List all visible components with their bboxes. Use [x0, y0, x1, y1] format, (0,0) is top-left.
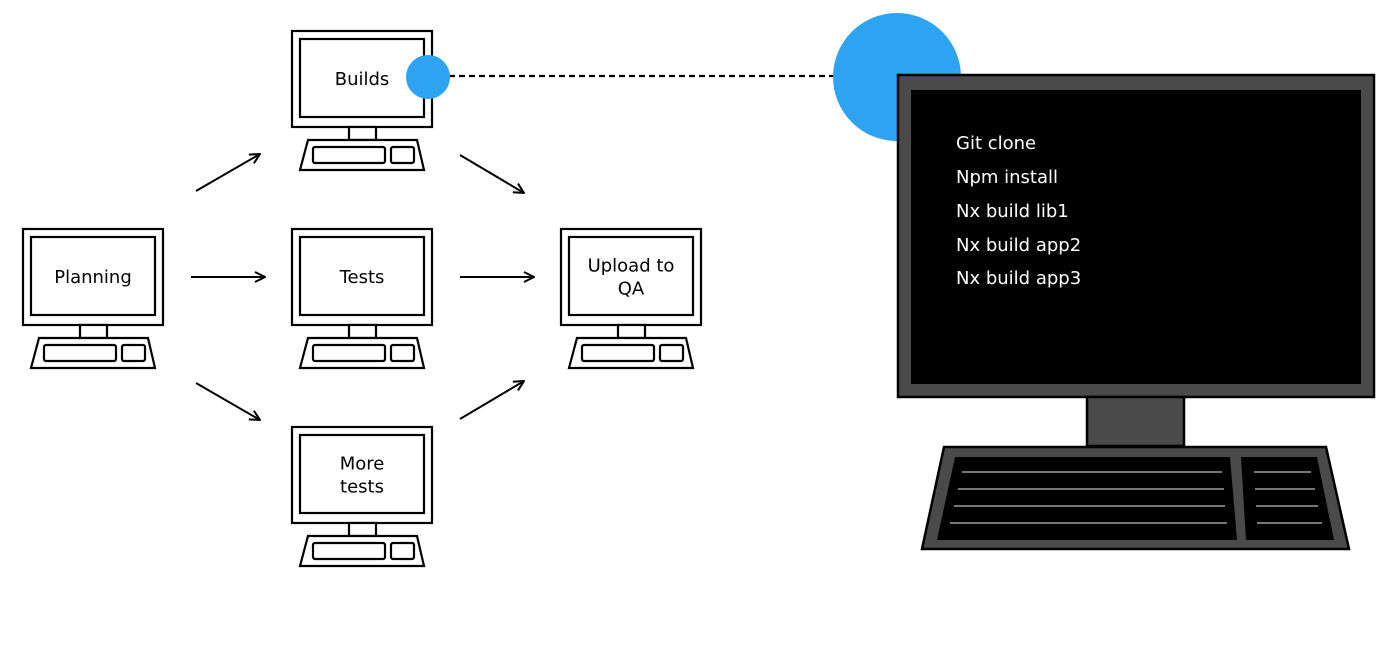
arrow-more-tests-to-upload	[459, 381, 524, 420]
terminal-line: Git clone	[956, 133, 1036, 154]
label-line: Upload to	[588, 256, 675, 277]
terminal-line: Npm install	[956, 167, 1058, 188]
terminal-lines: Git clone Npm install Nx build lib1 Nx b…	[956, 133, 1081, 289]
label-line: Tests	[339, 267, 385, 288]
keyboard-main-keys	[937, 457, 1237, 540]
computer-builds: Builds	[290, 29, 434, 172]
arrow-builds-to-upload	[459, 154, 524, 193]
arrow-planning-to-more-tests	[195, 382, 260, 420]
planning-label: Planning	[54, 267, 132, 288]
large-terminal-computer: Git clone Npm install Nx build lib1 Nx b…	[896, 73, 1376, 551]
computer-tests: Tests	[290, 227, 434, 370]
arrow-planning-to-builds	[195, 154, 260, 192]
monitor-stand	[1085, 395, 1186, 448]
terminal-line: Nx build app2	[956, 235, 1081, 256]
builds-label: Builds	[335, 69, 390, 90]
pipeline-arrows	[191, 154, 534, 420]
terminal-screen	[911, 90, 1361, 384]
zoom-source-dot	[406, 55, 450, 99]
tests-label: Tests	[339, 267, 385, 288]
label-line: Builds	[335, 69, 390, 90]
terminal-line: Nx build app3	[956, 268, 1081, 289]
keyboard-numpad	[1241, 457, 1334, 540]
label-line: tests	[340, 477, 384, 498]
label-line: QA	[618, 279, 645, 300]
label-line: More	[340, 454, 385, 475]
label-line: Planning	[54, 267, 132, 288]
computer-planning: Planning	[21, 227, 165, 370]
terminal-line: Nx build lib1	[956, 201, 1069, 222]
